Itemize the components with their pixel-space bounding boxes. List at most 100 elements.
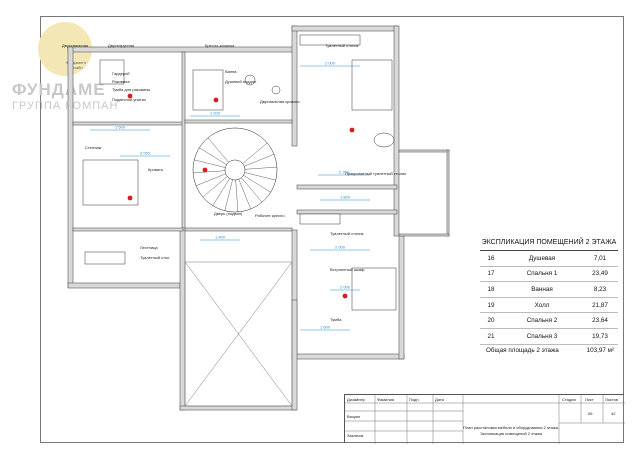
wall	[184, 119, 293, 124]
wall	[67, 46, 297, 53]
walls	[67, 25, 450, 411]
wall	[72, 121, 184, 126]
room-label: Встроенный шкаф	[330, 267, 365, 272]
room-label: Гардероб	[112, 71, 130, 76]
room-label: Туалетный столик	[325, 43, 359, 48]
explication-cell-n: 18	[480, 281, 502, 298]
washbasin	[244, 74, 256, 86]
stair-step	[235, 179, 239, 212]
explication-cell-name: Спальня 1	[502, 266, 582, 283]
bathtub	[192, 69, 224, 111]
dimension-text: 2 000	[335, 245, 346, 250]
explication-cell-n: 16	[480, 251, 502, 267]
wall	[67, 282, 181, 289]
total-label: Общая площадь 2 этажа	[486, 346, 559, 354]
wall	[184, 227, 293, 232]
dimension-text: 1 400	[215, 235, 226, 240]
socket-marker	[213, 97, 219, 103]
room-label: Кровать	[148, 167, 163, 172]
stair-step	[194, 159, 226, 168]
wall	[291, 25, 399, 32]
explication-cell-area: 8,23	[582, 281, 618, 298]
socket-marker	[202, 167, 208, 173]
explication-cell-area: 23,49	[582, 266, 618, 283]
explication-cell-name: Холл	[502, 297, 582, 314]
stair-step	[199, 147, 227, 165]
logo-brand: ФУНДАМЕ	[12, 80, 106, 99]
shower-tray	[99, 59, 125, 85]
void-area	[184, 261, 293, 407]
wall	[291, 25, 298, 147]
room-label: Дверь (подвал)	[214, 211, 243, 216]
role-client: Заказчик	[347, 433, 364, 438]
stair-steps	[193, 137, 277, 212]
wardrobe-2	[299, 213, 341, 225]
bed-bedroom-2	[351, 59, 393, 111]
desk	[84, 251, 126, 265]
wall	[291, 299, 298, 411]
room-label: Двухъярусная	[108, 43, 135, 48]
explication-cell-n: 20	[480, 312, 502, 329]
void-outline	[184, 261, 293, 407]
wall	[398, 235, 405, 360]
wall	[179, 405, 297, 411]
room-label: Двухспальная	[62, 43, 89, 48]
explication-cell-area: 21,87	[582, 297, 618, 314]
stair-inner	[224, 159, 246, 181]
explication-cell-area: 7,01	[582, 251, 618, 267]
dimension-text: 2 050	[140, 151, 151, 156]
dimension-text: 1 200	[210, 111, 221, 116]
sheets-label: Листов	[605, 397, 618, 402]
room-label: Туалетный стол	[140, 255, 170, 260]
stage-label: Стадия	[562, 397, 576, 402]
stair-outer	[192, 127, 278, 213]
markers	[127, 93, 355, 299]
dimension-text: 1 600	[115, 125, 126, 130]
explication-cell-area: 23,64	[582, 312, 618, 329]
socket-marker	[349, 127, 355, 133]
wall	[398, 149, 450, 153]
sheet-description: План расстановки мебели и оборудования 2…	[463, 425, 559, 436]
dimension-text: 1 800	[340, 195, 351, 200]
stair-step	[212, 178, 230, 206]
socket-marker	[127, 195, 133, 201]
wall	[446, 149, 450, 237]
socket-marker	[342, 293, 348, 299]
role-designer: Дизайнер	[347, 397, 365, 402]
stair-step	[244, 154, 275, 167]
room-label: Тумба	[330, 317, 342, 322]
wall	[291, 353, 405, 360]
stair-step	[238, 179, 251, 210]
room-label: Лестница	[140, 245, 158, 250]
explication-cell-name: Ванная	[502, 281, 582, 298]
sheet-frame	[40, 16, 624, 443]
explication-total: Общая площадь 2 этажа 103,97 м²	[480, 345, 618, 354]
wall	[398, 233, 450, 237]
room-label: Подвесной унитаз	[112, 97, 146, 102]
head-surname: Фамилия	[377, 397, 394, 402]
room-label: Кресло-качалка	[205, 43, 235, 48]
room-label: Рабочее кресло	[255, 213, 285, 218]
sheets-count: 42	[611, 411, 616, 416]
wall	[72, 227, 184, 232]
room-label: Прикроватный туалетный столик	[345, 171, 406, 176]
total-value: 103,97 м²	[586, 346, 614, 354]
head-date: Дата	[435, 397, 444, 402]
room-label: Раковина	[112, 79, 130, 84]
stair-step	[207, 137, 229, 163]
room-label: Ванна	[225, 69, 237, 74]
wall	[296, 184, 398, 190]
socket-marker	[127, 93, 133, 99]
explication-cell-name: Душевая	[502, 251, 582, 267]
wall	[393, 25, 400, 237]
explication-title: ЭКСПЛИКАЦИЯ ПОМЕЩЕНИЙ 2 ЭТАЖА	[480, 236, 618, 251]
